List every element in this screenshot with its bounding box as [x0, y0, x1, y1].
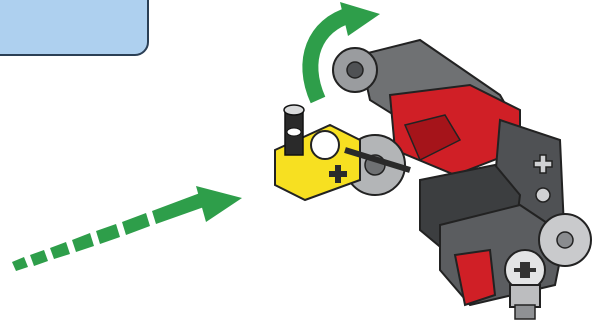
motion-arrow-icon: [12, 186, 242, 271]
axle-icon: [505, 250, 545, 319]
technic-assembly: [275, 40, 591, 319]
gear-icon: [539, 214, 591, 266]
gear-icon: [333, 48, 377, 92]
